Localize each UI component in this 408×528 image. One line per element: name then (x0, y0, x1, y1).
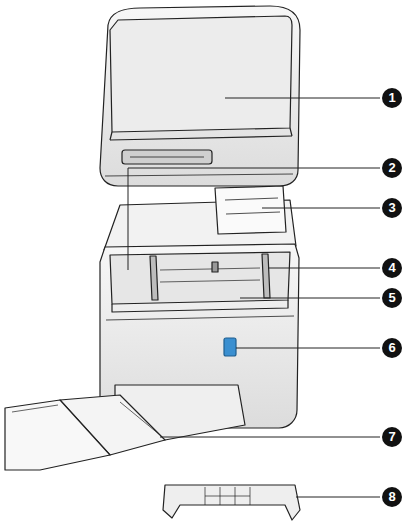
callout-number: 8 (382, 487, 402, 507)
callout-number: 3 (382, 198, 402, 218)
callout-number: 1 (382, 88, 402, 108)
callout-number: 4 (382, 258, 402, 278)
callout-number: 2 (382, 158, 402, 178)
leader-lines (128, 98, 380, 497)
callout-number: 6 (382, 338, 402, 358)
callout-number: 5 (382, 288, 402, 308)
callout-number: 7 (382, 427, 402, 447)
